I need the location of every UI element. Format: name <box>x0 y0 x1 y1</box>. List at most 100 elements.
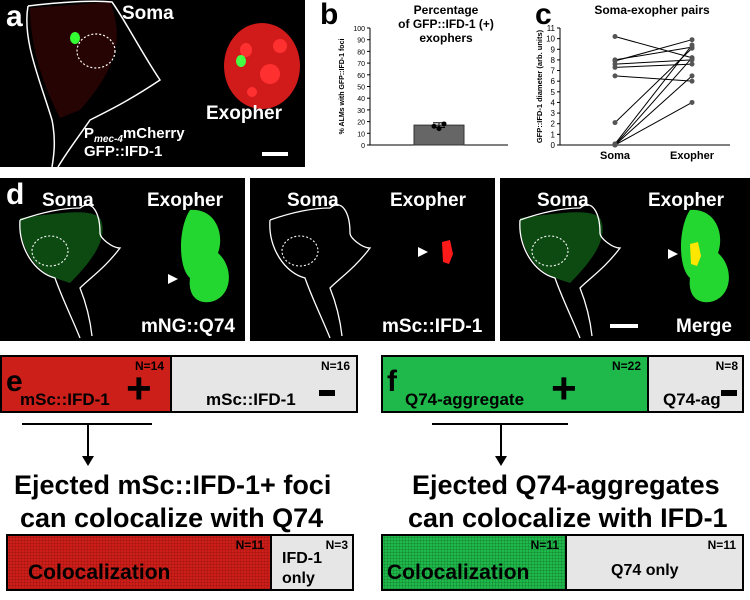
chart-c-pair-line <box>614 75 693 82</box>
panel-f-statement-1: Ejected Q74-aggregates <box>412 470 720 500</box>
exopher-green-body <box>181 209 229 303</box>
chart-c-ytick-label: 7 <box>551 67 556 76</box>
chart-c-ytick-label: 0 <box>551 141 556 150</box>
chart-c-exopher-point <box>689 78 695 84</box>
plus-icon: + <box>551 364 577 413</box>
promoter-prefix: P <box>84 125 95 142</box>
chart-c-xtick-label: Soma <box>600 150 631 162</box>
chart-c-ytick-label: 5 <box>551 88 556 97</box>
panel-f-letter: f <box>387 365 397 398</box>
panel-e-only-label-1: IFD-1 <box>282 550 322 567</box>
panel-a-soma-label: Soma <box>122 3 174 24</box>
nucleus-outline <box>531 235 569 267</box>
chart-c-exopher-point <box>689 99 695 105</box>
chart-c-pair-line <box>614 47 693 124</box>
chart-c-soma-point <box>612 34 618 40</box>
panel-e-coloc-box: N=11 Colocalization <box>6 534 272 591</box>
tile-1-exopher-label: Exopher <box>147 190 224 211</box>
panel-a-micrograph: a Soma Exopher Pmec-4mCherry GFP::IFD-1 <box>0 0 305 167</box>
panel-e-pos-n: N=14 <box>134 359 164 373</box>
promoter-suffix: mCherry <box>122 125 185 142</box>
soma-green-signal <box>519 212 603 283</box>
minus-icon <box>721 390 737 396</box>
chart-b-ytick-label: 20 <box>357 120 365 127</box>
panel-f-neg-n: N=8 <box>715 359 738 373</box>
tile-3-image <box>519 204 729 339</box>
panel-f-only-box: N=11 Q74 only <box>565 534 744 591</box>
merge-yellow-focus <box>690 242 701 266</box>
chart-c-soma-point <box>612 64 618 70</box>
panel-e-statement-2: can colocalize with Q74 <box>20 503 324 533</box>
soma-outline <box>519 204 622 339</box>
chart-b-ytick-label: 0 <box>361 143 365 150</box>
panel-d-tile-1: d Soma Exopher mNG::Q74 <box>0 178 245 341</box>
panel-c-chart: Soma-exopher pairs01234567891011GFP::IFD… <box>535 3 730 162</box>
exopher-inner-4 <box>247 87 257 97</box>
nucleus-outline <box>31 235 69 267</box>
exopher-body <box>224 23 300 109</box>
panel-e-neg-n: N=16 <box>320 359 350 373</box>
chart-c-pair-line <box>614 44 693 145</box>
exopher-gfp-focus <box>236 55 246 67</box>
panel-e-only-n: N=3 <box>325 538 348 552</box>
chart-b-ytick-label: 70 <box>357 61 365 68</box>
panel-f-negative-box: N=8 Q74-ag <box>647 355 744 413</box>
nucleus-outline <box>281 235 319 267</box>
tile-3-channel-label: Merge <box>676 316 732 337</box>
panel-e-letter: e <box>6 365 23 398</box>
tile-1-channel-label: mNG::Q74 <box>141 316 235 337</box>
panel-a-letter: a <box>6 0 23 33</box>
panel-d-letter: d <box>6 178 25 211</box>
tile-2-channel-label: mSc::IFD-1 <box>382 316 483 337</box>
panel-a-gfp-label: GFP::IFD-1 <box>84 143 163 160</box>
panel-d-tile-3: Soma Exopher Merge <box>500 178 750 341</box>
soma-outline <box>269 204 372 339</box>
panel-c-letter: c <box>535 0 552 31</box>
arrowhead-icon <box>668 249 678 259</box>
panel-d-scalebar <box>610 324 638 328</box>
chart-c-pair-line <box>614 75 693 146</box>
chart-b-point <box>431 123 437 129</box>
soma-outline <box>26 0 162 167</box>
soma-red-signal <box>30 2 117 118</box>
tile-3-exopher-label: Exopher <box>648 190 725 211</box>
tile-2-exopher-label: Exopher <box>390 190 467 211</box>
panel-e-statement-1: Ejected mSc::IFD-1+ foci <box>14 470 332 500</box>
panel-f-coloc-box: N=11 Colocalization <box>381 534 567 591</box>
panel-e-positive-box: e N=14 mSc::IFD-1 + <box>0 355 172 413</box>
chart-c-ytick-label: 1 <box>551 130 556 139</box>
tile-2-soma-label: Soma <box>287 190 339 211</box>
panel-d-tile-2: Soma Exopher mSc::IFD-1 <box>250 178 495 341</box>
minus-icon <box>319 390 335 396</box>
chart-c-exopher-point <box>689 61 695 67</box>
panel-e-coloc-label: Colocalization <box>28 561 171 584</box>
chart-c-pair-line <box>614 39 693 62</box>
chart-b-title-1: Percentage <box>414 3 479 17</box>
exopher-inner-2 <box>273 39 287 53</box>
chart-c-exopher-point <box>689 42 695 48</box>
chart-c-ytick-label: 9 <box>551 45 556 54</box>
chart-c-ytick-label: 4 <box>551 98 556 107</box>
soma-outline <box>19 204 122 339</box>
chart-c-pair-line <box>614 63 693 68</box>
arrowhead-icon <box>418 247 428 257</box>
panel-f-only-n: N=11 <box>707 538 736 552</box>
soma-gfp-focus <box>70 32 80 44</box>
panel-f-coloc-n: N=11 <box>530 538 559 552</box>
promoter-subscript: mec-4 <box>94 134 123 145</box>
chart-b-title-2: of GFP::IFD-1 (+) <box>398 17 494 31</box>
chart-c-ylabel: GFP::IFD-1 diameter (arb. units) <box>535 29 544 143</box>
chart-c-ytick-label: 10 <box>546 35 555 44</box>
chart-b-title-3: exophers <box>419 31 473 45</box>
panel-e-pos-label: mSc::IFD-1 <box>20 390 110 409</box>
chart-b-ytick-label: 60 <box>357 73 365 80</box>
chart-c-xtick-label: Exopher <box>670 150 715 162</box>
panel-a-exopher-label: Exopher <box>206 103 283 124</box>
chart-b-point <box>436 126 442 132</box>
chart-b-ylabel: % ALMs with GFP::IFD-1 foci <box>339 39 346 135</box>
chart-b-ytick-label: 40 <box>357 96 365 103</box>
chart-b-ytick-label: 90 <box>357 38 365 45</box>
plus-icon: + <box>126 364 152 413</box>
chart-c-pair-line <box>614 57 693 146</box>
